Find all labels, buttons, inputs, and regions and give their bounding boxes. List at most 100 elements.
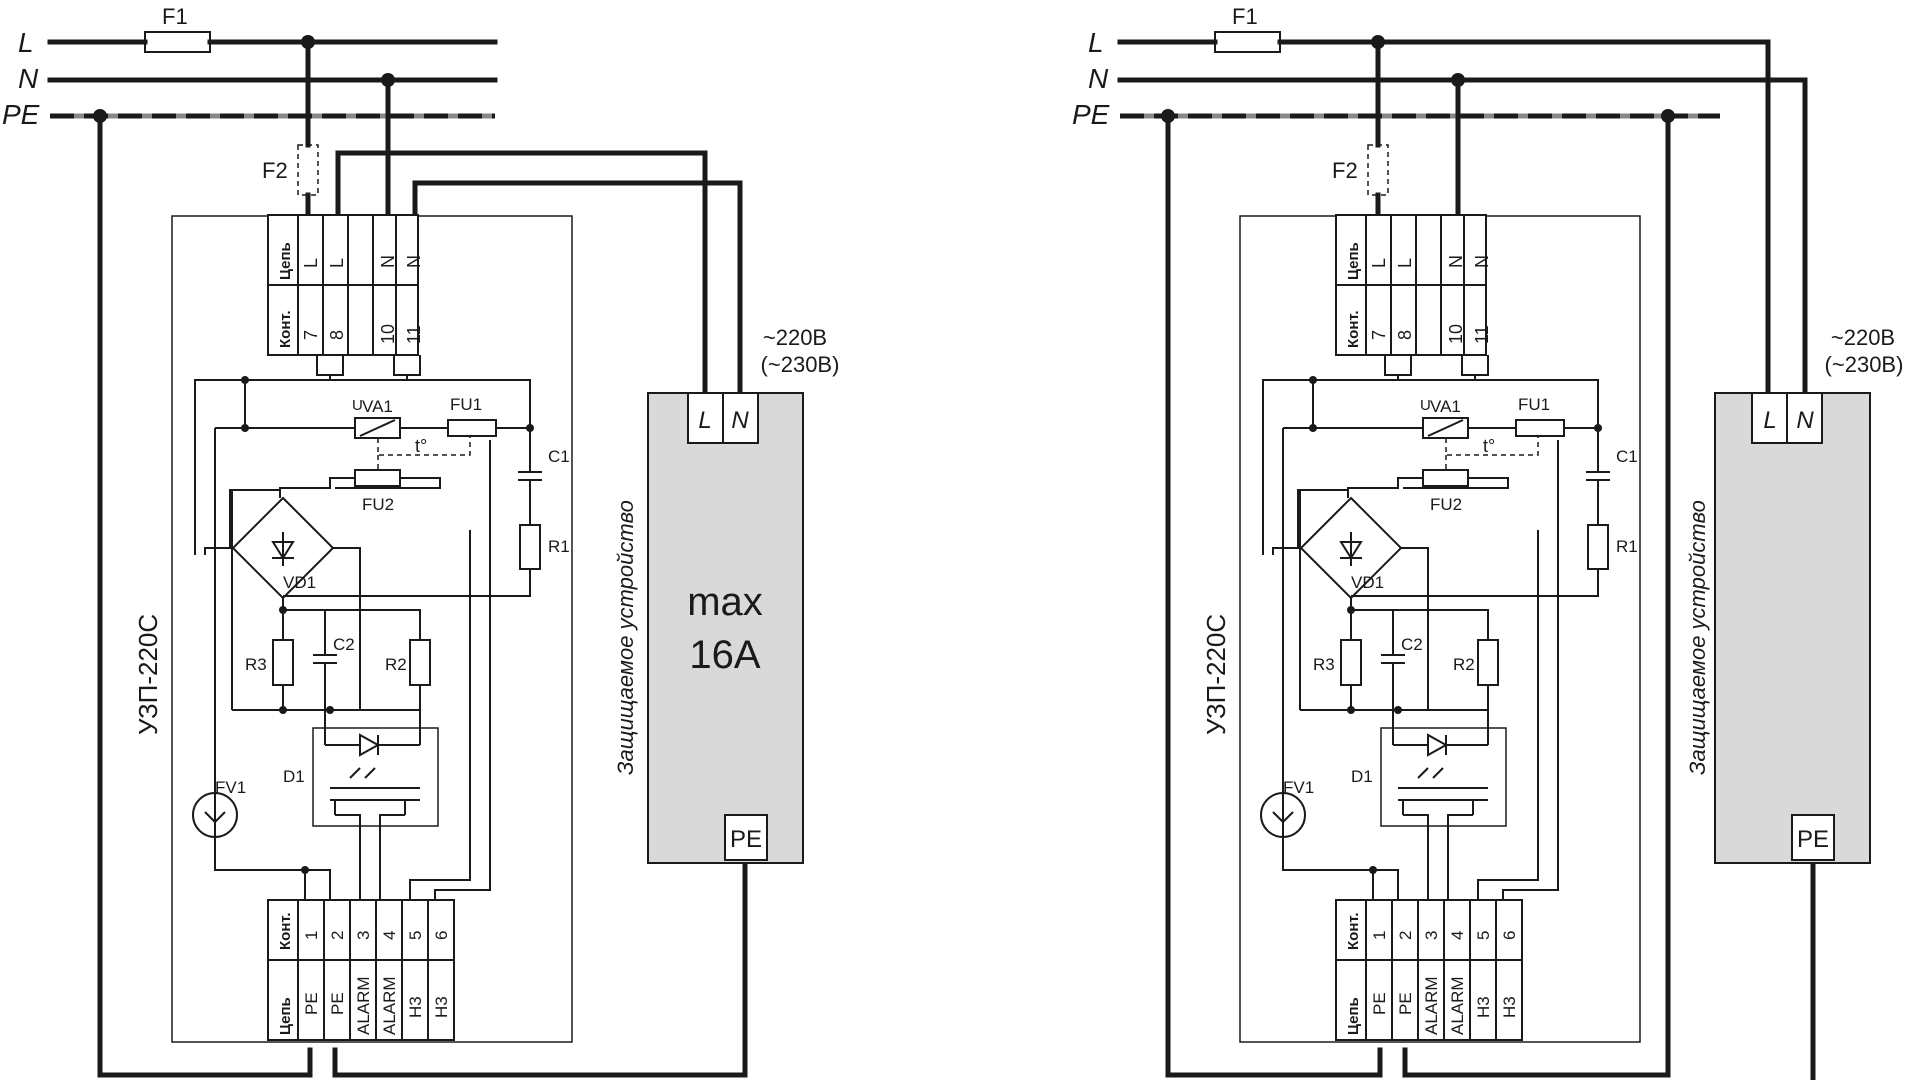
device-n-label-right: N (1796, 407, 1814, 434)
bottom-circuit-pe2-right: PE (1396, 992, 1415, 1015)
device-l-label: L (698, 407, 711, 434)
bottom-row1-label: Конт. (277, 912, 294, 950)
top-contact-10: 10 (378, 324, 398, 344)
bottom-contact-1-right: 1 (1370, 931, 1389, 940)
relay-model-label-right: УЗП-220С (1201, 614, 1231, 735)
bus-label-n: N (18, 63, 39, 94)
r3-label: R3 (245, 655, 267, 674)
top-contact-7-right: 7 (1369, 330, 1389, 340)
device-voltage-alt-right: (~230В) (1825, 352, 1904, 377)
device-voltage-alt: (~230В) (761, 352, 840, 377)
fu2-label: FU2 (362, 495, 394, 514)
fuse-f2-label: F2 (262, 158, 288, 183)
top-contact-7: 7 (301, 330, 321, 340)
device-max-line2: 16А (689, 633, 760, 677)
bottom-circuit-nc1: Н3 (406, 996, 425, 1018)
top-circuit-n1: N (378, 255, 398, 268)
top-contact-11-right: 11 (1472, 325, 1492, 344)
bottom-row2-label-right: Цепь (1345, 997, 1362, 1035)
top-circuit-n2: N (404, 255, 424, 268)
device-n-label: N (731, 407, 749, 434)
vd1-label: VD1 (283, 573, 316, 592)
fuse-f1-right (1214, 31, 1281, 53)
bottom-row1-label-right: Конт. (1345, 912, 1362, 950)
va1-u-label-right: U (1420, 397, 1431, 414)
r2-label-right: R2 (1453, 655, 1475, 674)
bottom-circuit-pe2: PE (328, 992, 347, 1015)
temp-label: t° (415, 436, 427, 456)
device-side-label: Защищаемое устройство (613, 500, 638, 775)
top-row2-label: Конт. (277, 310, 294, 348)
bottom-contact-4: 4 (380, 931, 399, 940)
top-contact-11: 11 (404, 325, 424, 344)
bottom-contact-5-right: 5 (1474, 931, 1493, 940)
bottom-circuit-nc2-right: Н3 (1500, 996, 1519, 1018)
diagram-right: L N PE F1 F2 УЗП-220С (1072, 4, 1903, 1080)
temp-label-right: t° (1483, 436, 1495, 456)
r1-label-right: R1 (1616, 537, 1638, 556)
fu1-label: FU1 (450, 395, 482, 414)
bottom-circuit-alarm2: ALARM (380, 976, 399, 1035)
r1-label: R1 (548, 537, 570, 556)
top-row2-label-right: Конт. (1345, 310, 1362, 348)
bottom-contact-4-right: 4 (1448, 931, 1467, 940)
bus-label-n-right: N (1088, 63, 1109, 94)
fv1-label: FV1 (215, 778, 246, 797)
bottom-circuit-nc2: Н3 (432, 996, 451, 1018)
protected-device-right (1714, 392, 1871, 864)
bus-label-l: L (18, 27, 34, 58)
fuse-f2-label-right: F2 (1332, 158, 1358, 183)
top-row1-label: Цепь (277, 242, 294, 280)
bottom-row2-label: Цепь (277, 997, 294, 1035)
va1-label: VA1 (362, 397, 393, 416)
bottom-contact-6: 6 (432, 931, 451, 940)
bottom-contact-1: 1 (302, 931, 321, 940)
top-circuit-l2: L (327, 258, 347, 268)
device-voltage-right: ~220В (1831, 325, 1895, 350)
fv1-label-right: FV1 (1283, 778, 1314, 797)
device-pe-label-right: PE (1797, 826, 1829, 853)
r3-label-right: R3 (1313, 655, 1335, 674)
top-circuit-l2-right: L (1395, 258, 1415, 268)
va1-label-right: VA1 (1430, 397, 1461, 416)
c1-label: C1 (548, 447, 570, 466)
top-contact-8-right: 8 (1395, 330, 1415, 340)
bottom-circuit-alarm1: ALARM (354, 976, 373, 1035)
top-circuit-n1-right: N (1446, 255, 1466, 268)
vd1-label-right: VD1 (1351, 573, 1384, 592)
fu2-label-right: FU2 (1430, 495, 1462, 514)
d1-label-right: D1 (1351, 767, 1373, 786)
top-contact-8: 8 (327, 330, 347, 340)
fuse-f1-label: F1 (162, 4, 188, 29)
top-circuit-l1: L (301, 258, 321, 268)
fuse-f2-right (1367, 144, 1389, 196)
bottom-circuit-alarm1-right: ALARM (1422, 976, 1441, 1035)
c2-label-right: C2 (1401, 635, 1423, 654)
d1-label: D1 (283, 767, 305, 786)
bottom-circuit-nc1-right: Н3 (1474, 996, 1493, 1018)
bottom-contact-2: 2 (328, 931, 347, 940)
device-voltage: ~220В (763, 325, 827, 350)
fuse-f2 (297, 144, 319, 196)
bus-label-pe: PE (2, 99, 40, 130)
bottom-contact-3-right: 3 (1422, 931, 1441, 940)
top-circuit-n2-right: N (1472, 255, 1492, 268)
relay-model-label: УЗП-220С (133, 614, 163, 735)
device-l-label-right: L (1763, 407, 1776, 434)
bottom-contact-2-right: 2 (1396, 931, 1415, 940)
fu1-label-right: FU1 (1518, 395, 1550, 414)
bottom-contact-3: 3 (354, 931, 373, 940)
c2-label: C2 (333, 635, 355, 654)
bus-label-pe-right: PE (1072, 99, 1110, 130)
top-contact-10-right: 10 (1446, 324, 1466, 344)
c1-label-right: C1 (1616, 447, 1638, 466)
bottom-contact-5: 5 (406, 931, 425, 940)
fuse-f1 (144, 31, 211, 53)
top-circuit-l1-right: L (1369, 258, 1389, 268)
r2-label: R2 (385, 655, 407, 674)
device-pe-label: PE (730, 826, 762, 853)
diagram-left: L N PE F1 F2 УЗП-220С Цепь Конт. L L N N… (2, 4, 840, 1078)
bottom-contact-6-right: 6 (1500, 931, 1519, 940)
device-max-line1: max (687, 580, 763, 624)
